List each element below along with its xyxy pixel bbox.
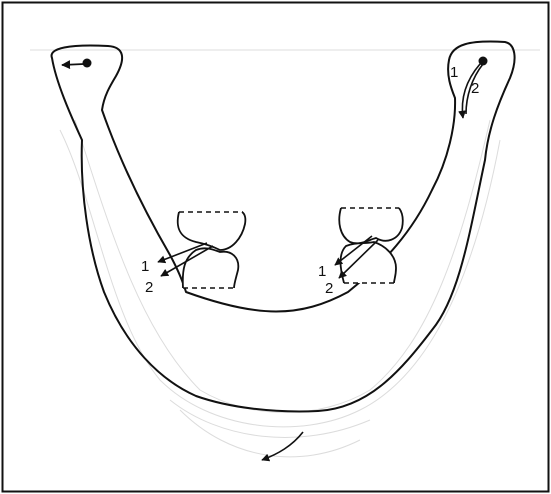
left-tooth-label-2: 2 bbox=[145, 279, 153, 296]
right-condyle-label-2: 2 bbox=[471, 80, 479, 97]
right-tooth-label-2: 2 bbox=[325, 280, 333, 297]
right-condyle-label-1: 1 bbox=[450, 64, 458, 81]
left-upper-tooth bbox=[178, 212, 246, 250]
right-tooth-label-1: 1 bbox=[318, 263, 326, 280]
mandible-outline bbox=[52, 42, 515, 412]
left-condyle-movement bbox=[62, 59, 92, 68]
left-condyle-point bbox=[83, 59, 92, 68]
left-tooth-pair: 1 2 bbox=[141, 212, 245, 296]
left-condyle-arrow bbox=[62, 64, 84, 65]
left-tooth-label-1: 1 bbox=[141, 258, 149, 275]
right-upper-tooth bbox=[339, 208, 403, 243]
chin-rotation-arrow bbox=[262, 432, 303, 460]
left-lower-tooth bbox=[183, 248, 239, 288]
right-lower-tooth bbox=[341, 242, 397, 283]
ghost-outline bbox=[30, 50, 540, 457]
right-tooth-pair: 1 2 bbox=[318, 208, 403, 297]
